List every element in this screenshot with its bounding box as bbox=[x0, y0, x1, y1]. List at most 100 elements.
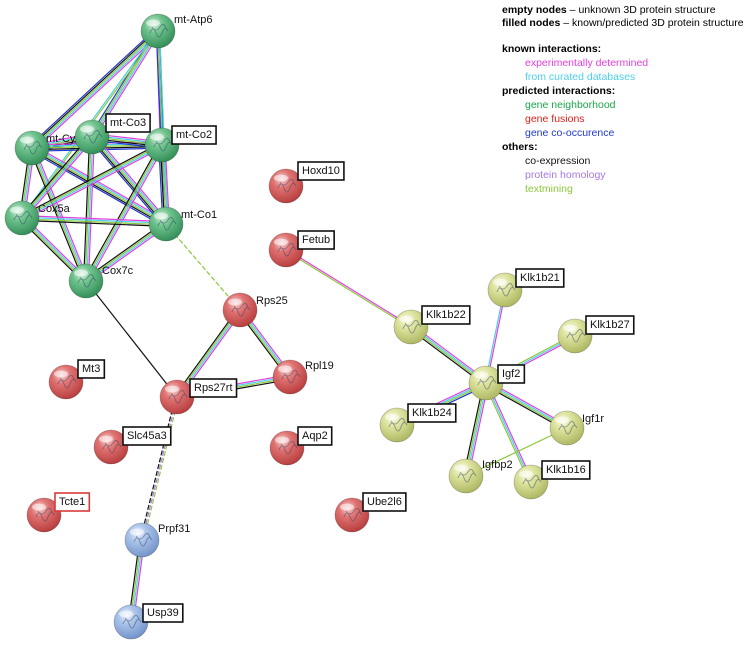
node-Fetub[interactable]: Fetub bbox=[268, 230, 335, 268]
edge-Cox5a-mt-Co1 bbox=[21, 215, 167, 227]
protein-structure-icon bbox=[496, 282, 516, 297]
node-sphere[interactable] bbox=[549, 410, 585, 446]
node-Igf2[interactable]: Igf2 bbox=[468, 364, 526, 401]
node-label-mt-Co2: mt-Co2 bbox=[176, 129, 212, 141]
node-sphere[interactable] bbox=[4, 200, 40, 236]
node-sphere[interactable] bbox=[68, 263, 104, 299]
node-label-Mt3: Mt3 bbox=[82, 363, 100, 375]
edge-line bbox=[20, 135, 92, 219]
edge-line bbox=[83, 143, 161, 281]
node-label-box bbox=[142, 603, 184, 623]
edge-Igfbp2-Igf1r bbox=[465, 427, 568, 477]
node-Cox5a[interactable]: Cox5a bbox=[4, 200, 71, 236]
protein-structure-icon bbox=[122, 614, 142, 629]
node-mt-Co3[interactable]: mt-Co3 bbox=[74, 113, 151, 155]
node-Usp39[interactable]: Usp39 bbox=[113, 603, 184, 640]
node-Hoxd10[interactable]: Hoxd10 bbox=[268, 161, 345, 204]
node-Cox7c[interactable]: Cox7c bbox=[68, 263, 134, 299]
node-label-box bbox=[77, 359, 106, 379]
legend-item: gene co-occurence bbox=[525, 127, 614, 139]
edge-line bbox=[87, 136, 95, 282]
node-mt-Cytb[interactable]: mt-Cytb bbox=[14, 130, 85, 166]
edge-line bbox=[33, 32, 161, 151]
node-label-Igf1r: Igf1r bbox=[582, 413, 604, 425]
edge-mt-Co3-Cox5a bbox=[19, 134, 95, 221]
node-sphere[interactable] bbox=[124, 522, 160, 558]
edge-line bbox=[87, 145, 165, 283]
node-gloss bbox=[99, 435, 113, 443]
node-Prpf31[interactable]: Prpf31 bbox=[124, 522, 190, 558]
node-Tcte1[interactable]: Tcte1 bbox=[26, 492, 91, 533]
node-label-box bbox=[54, 492, 91, 512]
node-Klk1b21[interactable]: Klk1b21 bbox=[487, 268, 565, 308]
node-gloss bbox=[10, 206, 24, 214]
node-Ube2l6[interactable]: Ube2l6 bbox=[334, 492, 407, 533]
edge-Rps27rt-Prpf31 bbox=[139, 396, 180, 541]
edge-line bbox=[142, 396, 180, 541]
legend-item: from curated databases bbox=[525, 71, 635, 83]
node-sphere[interactable] bbox=[140, 13, 176, 49]
node-mt-Co2[interactable]: mt-Co2 bbox=[144, 125, 217, 163]
protein-structure-icon bbox=[157, 216, 177, 231]
edge-line bbox=[93, 31, 161, 139]
edge-line bbox=[485, 382, 532, 483]
node-label-box bbox=[189, 378, 238, 398]
edge-line bbox=[32, 147, 88, 282]
node-label-Hoxd10: Hoxd10 bbox=[302, 165, 340, 177]
node-label-Klk1b22: Klk1b22 bbox=[426, 309, 466, 321]
node-label-Cox7c: Cox7c bbox=[102, 265, 134, 277]
edge-line bbox=[29, 150, 166, 228]
node-label-Ube2l6: Ube2l6 bbox=[367, 496, 402, 508]
node-Rpl19[interactable]: Rpl19 bbox=[272, 359, 334, 395]
node-mt-Co1[interactable]: mt-Co1 bbox=[148, 206, 217, 242]
protein-structure-icon bbox=[83, 129, 103, 144]
edge-line bbox=[88, 138, 165, 227]
edge-line bbox=[21, 143, 163, 218]
node-Mt3[interactable]: Mt3 bbox=[48, 359, 106, 400]
node-label-Aqp2: Aqp2 bbox=[302, 430, 328, 442]
node-gloss bbox=[385, 413, 399, 421]
node-Klk1b27[interactable]: Klk1b27 bbox=[557, 315, 635, 354]
edge-mt-Co2-Cox5a bbox=[20, 142, 164, 221]
legend-filled-nodes: filled nodes – known/predicted 3D protei… bbox=[502, 17, 744, 29]
edge-mt-Co3-mt-Co1 bbox=[88, 134, 170, 227]
edge-line bbox=[31, 30, 159, 149]
edge-line bbox=[30, 29, 158, 148]
protein-structure-icon bbox=[153, 137, 173, 152]
node-Rps27rt[interactable]: Rps27rt bbox=[159, 378, 238, 415]
edge-line bbox=[486, 381, 534, 482]
edge-line bbox=[21, 219, 167, 227]
legend-item: co-expression bbox=[525, 155, 591, 167]
node-label-Tcte1: Tcte1 bbox=[59, 496, 85, 508]
edge-line bbox=[465, 427, 568, 477]
node-Rps25[interactable]: Rps25 bbox=[222, 292, 288, 328]
node-sphere[interactable] bbox=[272, 359, 308, 395]
edge-line bbox=[139, 396, 177, 541]
node-label-box bbox=[105, 113, 151, 133]
edge-line bbox=[284, 250, 412, 329]
protein-structure-icon bbox=[566, 328, 586, 343]
node-sphere[interactable] bbox=[74, 119, 110, 155]
protein-structure-icon bbox=[77, 273, 97, 288]
node-sphere[interactable] bbox=[222, 292, 258, 328]
node-label-Slc45a3: Slc45a3 bbox=[127, 430, 167, 442]
node-Klk1b16[interactable]: Klk1b16 bbox=[513, 460, 591, 500]
node-label-Rpl19: Rpl19 bbox=[305, 360, 334, 372]
node-mt-Atp6[interactable]: mt-Atp6 bbox=[140, 13, 213, 49]
node-label-mt-Co3: mt-Co3 bbox=[110, 117, 146, 129]
node-sphere[interactable] bbox=[159, 379, 195, 415]
node-Slc45a3[interactable]: Slc45a3 bbox=[93, 426, 172, 465]
node-sphere[interactable] bbox=[448, 458, 484, 494]
node-Aqp2[interactable]: Aqp2 bbox=[269, 426, 333, 466]
node-Klk1b24[interactable]: Klk1b24 bbox=[379, 403, 457, 443]
node-sphere[interactable] bbox=[14, 130, 50, 166]
protein-structure-icon bbox=[278, 440, 298, 455]
node-gloss bbox=[555, 416, 569, 424]
edge-line bbox=[22, 136, 94, 220]
node-Igfbp2[interactable]: Igfbp2 bbox=[448, 458, 513, 494]
node-Igf1r[interactable]: Igf1r bbox=[549, 410, 604, 446]
node-label-box bbox=[541, 460, 591, 480]
node-Klk1b22[interactable]: Klk1b22 bbox=[393, 305, 471, 345]
node-sphere[interactable] bbox=[148, 206, 184, 242]
